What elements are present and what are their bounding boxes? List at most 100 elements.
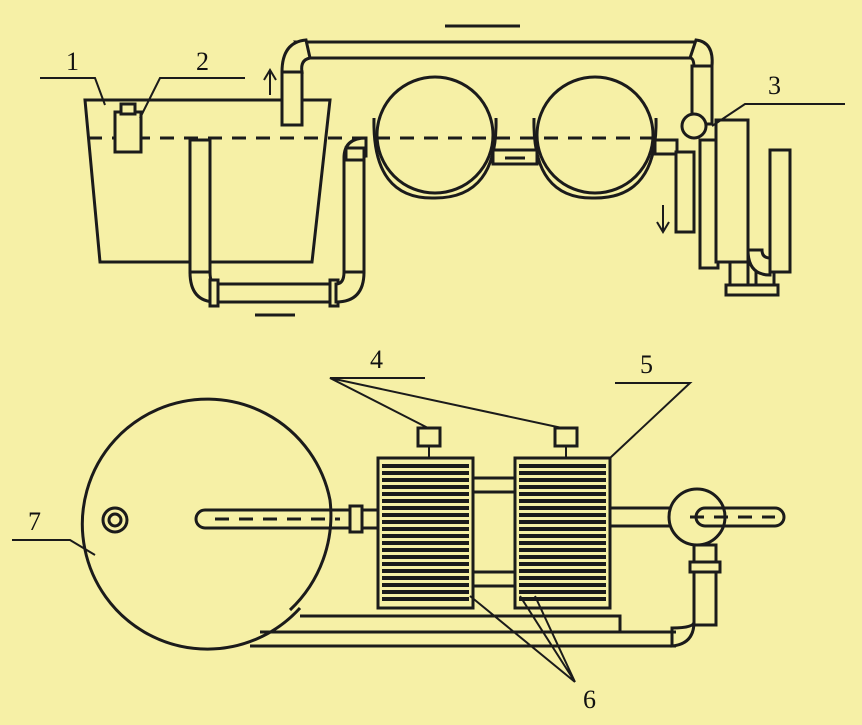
aerator-left <box>416 426 442 448</box>
bottom-pipe-collar-left <box>208 278 220 308</box>
bottom-view <box>80 397 786 651</box>
filter-media-stripe <box>382 520 469 524</box>
filter-media-stripe <box>382 548 469 552</box>
filter-media-stripe <box>519 590 606 594</box>
filter-media-stripe <box>519 534 606 538</box>
filter-media-stripe <box>382 576 469 580</box>
filter-media-stripe <box>519 506 606 510</box>
tank <box>83 98 332 264</box>
filter-drum-left <box>375 75 495 195</box>
filter-media-stripe <box>519 555 606 559</box>
filter-media-stripe <box>519 471 606 475</box>
label-numbers: 1 2 3 4 5 6 7 <box>28 47 781 714</box>
tank-drain-pipe <box>188 138 212 274</box>
top-right-elbow <box>687 38 714 70</box>
label-7: 7 <box>28 507 41 536</box>
filter-outlet-pipe <box>610 506 670 528</box>
filter-media-stripe <box>382 513 469 517</box>
filter-media-right <box>519 464 606 601</box>
overflow-bend <box>746 248 772 277</box>
filter-media-stripe <box>519 527 606 531</box>
filter-media-stripe <box>519 541 606 545</box>
filter-media-stripe <box>519 583 606 587</box>
return-pipe-plan-upper <box>300 614 622 632</box>
leader-2 <box>139 77 245 119</box>
top-view <box>83 24 792 317</box>
filter-media-stripe <box>382 527 469 531</box>
leader-1 <box>40 77 106 106</box>
drum-outlet-pipe <box>653 138 679 156</box>
pump-housing <box>714 118 750 264</box>
pump-plan-pipe <box>705 506 775 528</box>
filter-media-stripe <box>382 597 469 601</box>
filter-media-stripe <box>382 464 469 468</box>
flow-arrow-up <box>263 68 277 95</box>
leaders <box>12 77 845 683</box>
filter-media-stripe <box>382 590 469 594</box>
pond-drain-outer <box>101 506 129 534</box>
aerator-right <box>553 426 579 448</box>
label-2: 2 <box>196 47 209 76</box>
pond-drain-inner <box>107 512 123 528</box>
pond-outlet-coupling <box>348 504 364 534</box>
label-1: 1 <box>66 47 79 76</box>
filter-drum-right-inner <box>532 117 658 200</box>
filter-media-stripe <box>519 499 606 503</box>
bottom-right-elbow <box>334 270 366 304</box>
float-sensor-cap <box>119 102 137 116</box>
leader-7 <box>12 539 96 556</box>
filter-media-stripe <box>382 471 469 475</box>
filter-media-left <box>382 464 469 601</box>
pump-plan-pipe-end <box>774 506 786 528</box>
filter-media-stripe <box>519 492 606 496</box>
label-6: 6 <box>583 685 596 714</box>
filter-drum-right <box>535 75 655 195</box>
leader-3 <box>711 103 845 127</box>
filter-media-stripe <box>519 464 606 468</box>
pond-outlet-end <box>194 508 206 530</box>
leader-5 <box>609 382 693 459</box>
filter-media-stripe <box>382 506 469 510</box>
label-5: 5 <box>640 350 653 379</box>
box-connector-top <box>471 476 517 494</box>
filter-media-stripe <box>382 562 469 566</box>
filter-media-stripe <box>519 513 606 517</box>
return-pipe-down <box>280 70 304 127</box>
filter-media-stripe <box>519 576 606 580</box>
bottom-pipe <box>214 282 338 304</box>
filter-media-stripe <box>519 562 606 566</box>
return-collar-plan <box>688 560 722 574</box>
box-connector-bottom <box>471 570 517 588</box>
flow-arrow-down <box>656 205 670 234</box>
label-4: 4 <box>370 345 383 374</box>
filter-media-stripe <box>382 541 469 545</box>
filter-media-stripe <box>382 583 469 587</box>
filter-media-stripe <box>382 492 469 496</box>
filter-drum-left-inner <box>372 117 498 200</box>
overflow-pipe <box>768 148 792 274</box>
filter-media-stripe <box>382 534 469 538</box>
filter-media-stripe <box>519 569 606 573</box>
label-3: 3 <box>768 71 781 100</box>
filter-media-stripe <box>382 478 469 482</box>
filter-media-stripe <box>519 520 606 524</box>
filter-media-stripe <box>519 478 606 482</box>
filter-media-stripe <box>382 485 469 489</box>
pump-valve <box>680 112 708 140</box>
filter-media-stripe <box>382 499 469 503</box>
return-pipe-plan <box>250 630 676 648</box>
top-left-elbow <box>280 38 312 74</box>
down-pipe-left <box>674 150 696 234</box>
filter-media-stripe <box>519 485 606 489</box>
filter-media-stripe <box>519 548 606 552</box>
pump-riser-pipe <box>342 156 366 274</box>
pump-base <box>724 283 780 297</box>
riser-coupling <box>344 146 366 162</box>
filter-media-stripe <box>382 569 469 573</box>
filter-media-stripe <box>519 597 606 601</box>
top-return-pipe <box>293 40 702 60</box>
leader-6 <box>469 595 576 683</box>
return-elbow-plan <box>670 621 696 648</box>
